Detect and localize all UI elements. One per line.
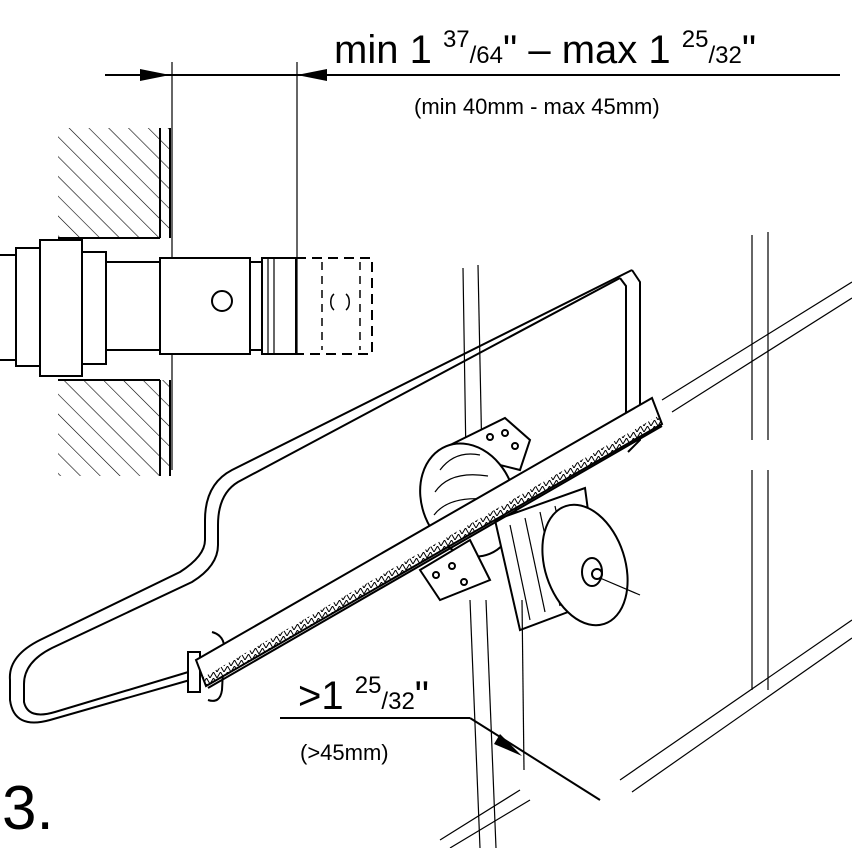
hacksaw [8, 269, 664, 724]
top-dimension-lines [105, 62, 840, 470]
dimension-bottom-label: >1 25/32" [298, 674, 429, 718]
dim-top-fraction-a-denominator: /64 [469, 42, 504, 69]
dim-top-prefix: min 1 [334, 28, 443, 72]
bottom-dimension-lines [280, 599, 601, 801]
dim-top-suffix: " [741, 28, 757, 72]
dim-bottom-suffix: " [414, 674, 429, 718]
step-number: 3. [2, 774, 54, 843]
spindle-side-view [0, 239, 373, 377]
dim-top-fraction-a-numerator: 37 [442, 26, 470, 53]
dim-bottom-prefix: >1 [298, 674, 355, 718]
dim-top-fraction-b-numerator: 25 [681, 26, 709, 53]
dim-bottom-fraction-numerator: 25 [354, 672, 382, 699]
dim-top-middle: " – max 1 [503, 28, 682, 72]
dimension-top-metric: (min 40mm - max 45mm) [414, 94, 660, 119]
dimension-bottom-metric: (>45mm) [300, 740, 389, 765]
dimension-top-label: min 1 37/64" – max 1 25/32" [334, 28, 757, 72]
dim-bottom-fraction-denominator: /32 [381, 688, 415, 715]
insulation-roll [418, 416, 641, 632]
dim-top-fraction-b-denominator: /32 [708, 42, 742, 69]
tile-grid [439, 232, 852, 849]
wall-section [58, 128, 171, 476]
